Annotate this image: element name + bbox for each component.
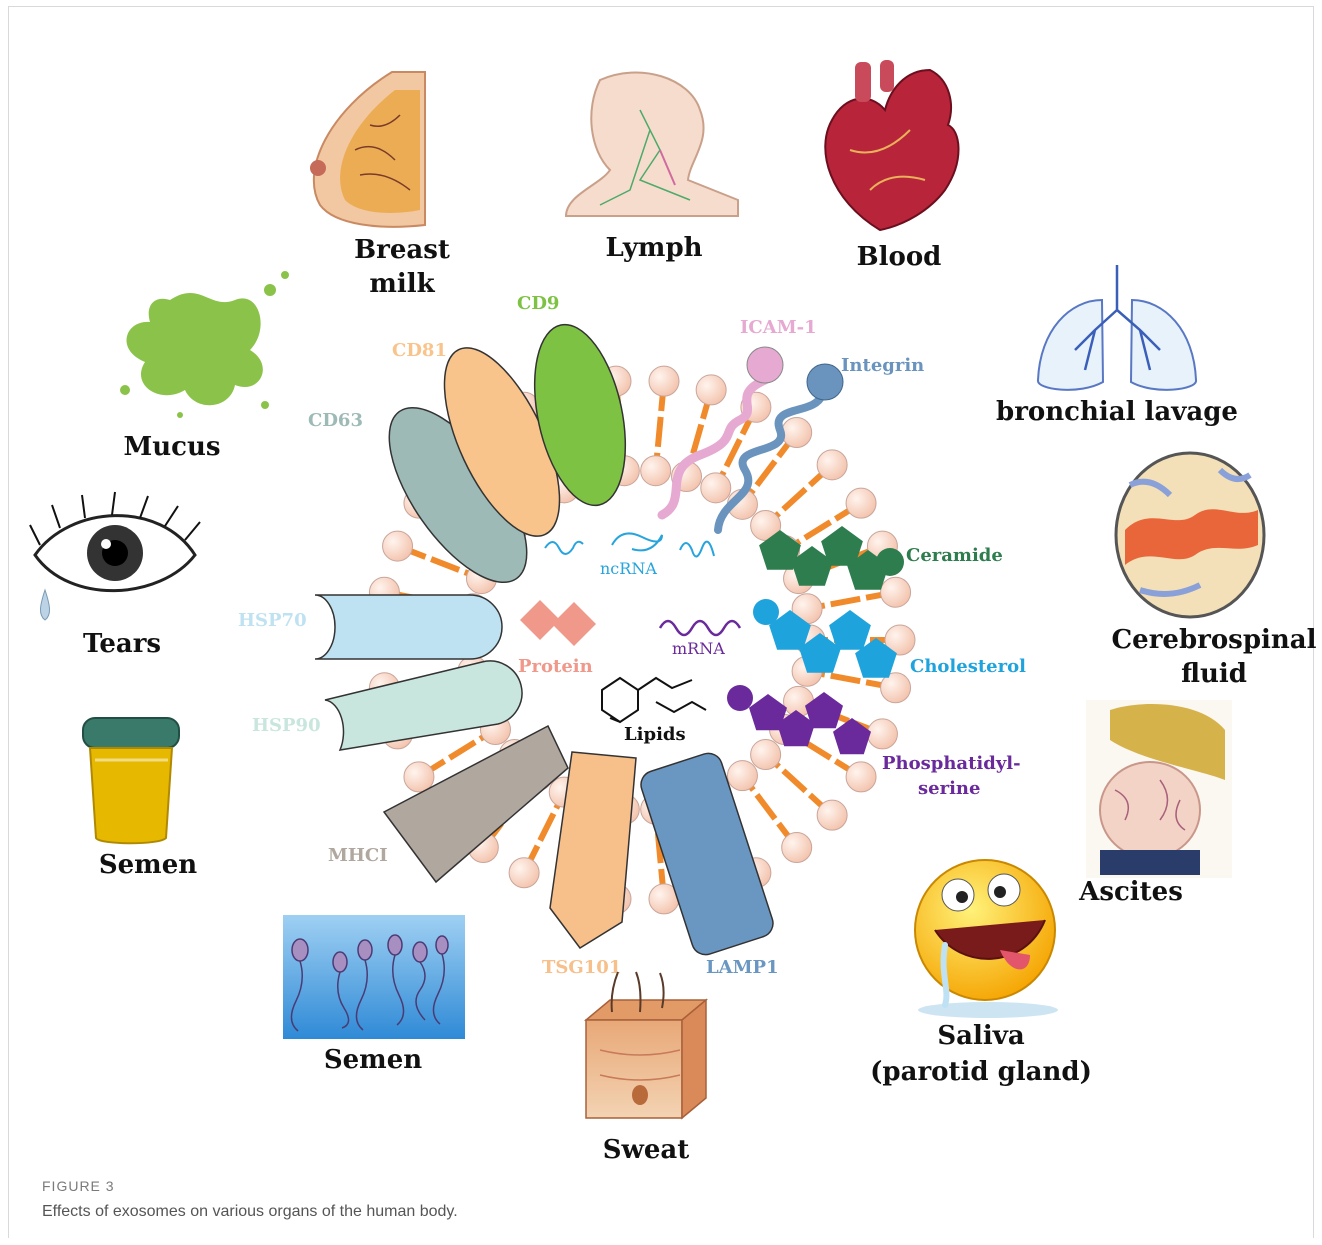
sweat-source: Sweat (586, 972, 706, 1165)
lamp1-label: LAMP1 (706, 957, 779, 978)
lungs-illustration (1038, 265, 1196, 390)
cholesterol-label: Cholesterol (910, 656, 1026, 677)
ascites-label: Ascites (1078, 877, 1183, 907)
breast-milk-source: Breast milk (310, 72, 450, 299)
hsp70-shape (315, 595, 502, 659)
lymph-source: Lymph (566, 72, 738, 263)
tears-source: Tears (30, 492, 200, 659)
lipid-head (383, 531, 413, 561)
mucus-source: Mucus (120, 271, 289, 462)
cd63-label: CD63 (308, 410, 363, 431)
lipid-head (817, 450, 847, 480)
saliva-source: Saliva (parotid gland) (870, 860, 1092, 1087)
lipid-head (846, 488, 876, 518)
bronchial-lavage-source: bronchial lavage (996, 265, 1238, 427)
figure-label: FIGURE 3 (42, 1178, 115, 1194)
phosphatidylserine-label-line2: serine (918, 778, 980, 799)
sperm-panel (283, 915, 465, 1039)
lipid-head (751, 740, 781, 770)
csf-label-line1: Cerebrospinal (1111, 625, 1316, 655)
lipids-label: Lipids (624, 724, 686, 745)
ncrna-cargo: ncRNA (545, 533, 714, 578)
breast-illustration (310, 72, 425, 227)
lipid-head (782, 832, 812, 862)
lymph-label: Lymph (605, 233, 702, 263)
sweat-label: Sweat (603, 1135, 690, 1165)
lipids-cargo: Lipids (602, 678, 706, 745)
belly-illustration (1086, 700, 1232, 878)
cd9-label: CD9 (517, 293, 559, 314)
protein-label: Protein (518, 656, 593, 677)
ceramide-label: Ceramide (906, 545, 1003, 566)
integrin-head (807, 364, 843, 400)
figure-caption: Effects of exosomes on various organs of… (42, 1203, 458, 1221)
lipid-head (509, 858, 539, 888)
mrna-cargo: mRNA (660, 621, 740, 658)
mrna-label: mRNA (672, 639, 725, 658)
ncrna-label: ncRNA (600, 559, 657, 578)
blood-source: Blood (825, 60, 958, 272)
hsp70-label: HSP70 (238, 610, 307, 631)
semen-cup-source: Semen (83, 718, 197, 880)
hsp70-marker: HSP70 (238, 595, 502, 659)
semen-sperm-label: Semen (324, 1045, 422, 1075)
lipid-head (649, 366, 679, 396)
ascites-source: Ascites (1078, 700, 1232, 907)
lipid-head (696, 375, 726, 405)
breast-milk-label-line2: milk (369, 269, 435, 299)
cerebrospinal-fluid-source: Cerebrospinal fluid (1111, 453, 1316, 689)
mucus-label: Mucus (123, 432, 220, 462)
lipid-head (867, 719, 897, 749)
lipid-head (782, 418, 812, 448)
tsg101-label: TSG101 (542, 957, 621, 978)
tears-label: Tears (83, 629, 161, 659)
csf-label-line2: fluid (1181, 659, 1247, 689)
sterol-ring (829, 610, 871, 650)
hsp90-label: HSP90 (252, 715, 321, 736)
protein-cargo: Protein (518, 600, 596, 677)
lipid-head (817, 800, 847, 830)
semen-cup-label: Semen (99, 850, 197, 880)
integrin-label: Integrin (841, 355, 924, 376)
semen-sperm-source: Semen (283, 915, 465, 1075)
lipid-head (701, 473, 731, 503)
lymph-head-illustration (566, 72, 738, 216)
blood-label: Blood (857, 242, 942, 272)
saliva-label-line1: Saliva (937, 1021, 1024, 1051)
lipid-head (641, 456, 671, 486)
sterol-ring (749, 694, 787, 730)
breast-milk-label-line1: Breast (354, 235, 450, 265)
specimen-cup-illustration (83, 718, 179, 843)
eye-illustration (30, 492, 200, 620)
saliva-label-line2: (parotid gland) (870, 1057, 1092, 1087)
icam1-head (747, 347, 783, 383)
phosphatidylserine-label-line1: Phosphatidyl- (882, 753, 1021, 774)
brain-illustration (1116, 453, 1264, 617)
heart-illustration (825, 60, 958, 230)
lipid-head (727, 761, 757, 791)
lipid-head (846, 762, 876, 792)
icam1-label: ICAM-1 (740, 317, 817, 338)
mhci-label: MHCI (328, 845, 388, 866)
exosome-sources-diagram: CD63 CD81 CD9 ICAM-1 Integrin Ceramide C… (0, 0, 1322, 1170)
skin-block-illustration (586, 972, 706, 1118)
sterol-ring (833, 718, 871, 754)
bronchial-lavage-label: bronchial lavage (996, 397, 1238, 427)
drooling-face-illustration (915, 860, 1058, 1018)
lipid-head (881, 577, 911, 607)
cd81-label: CD81 (392, 340, 447, 361)
mucus-splat-illustration (120, 271, 289, 418)
polar-head (727, 685, 753, 711)
